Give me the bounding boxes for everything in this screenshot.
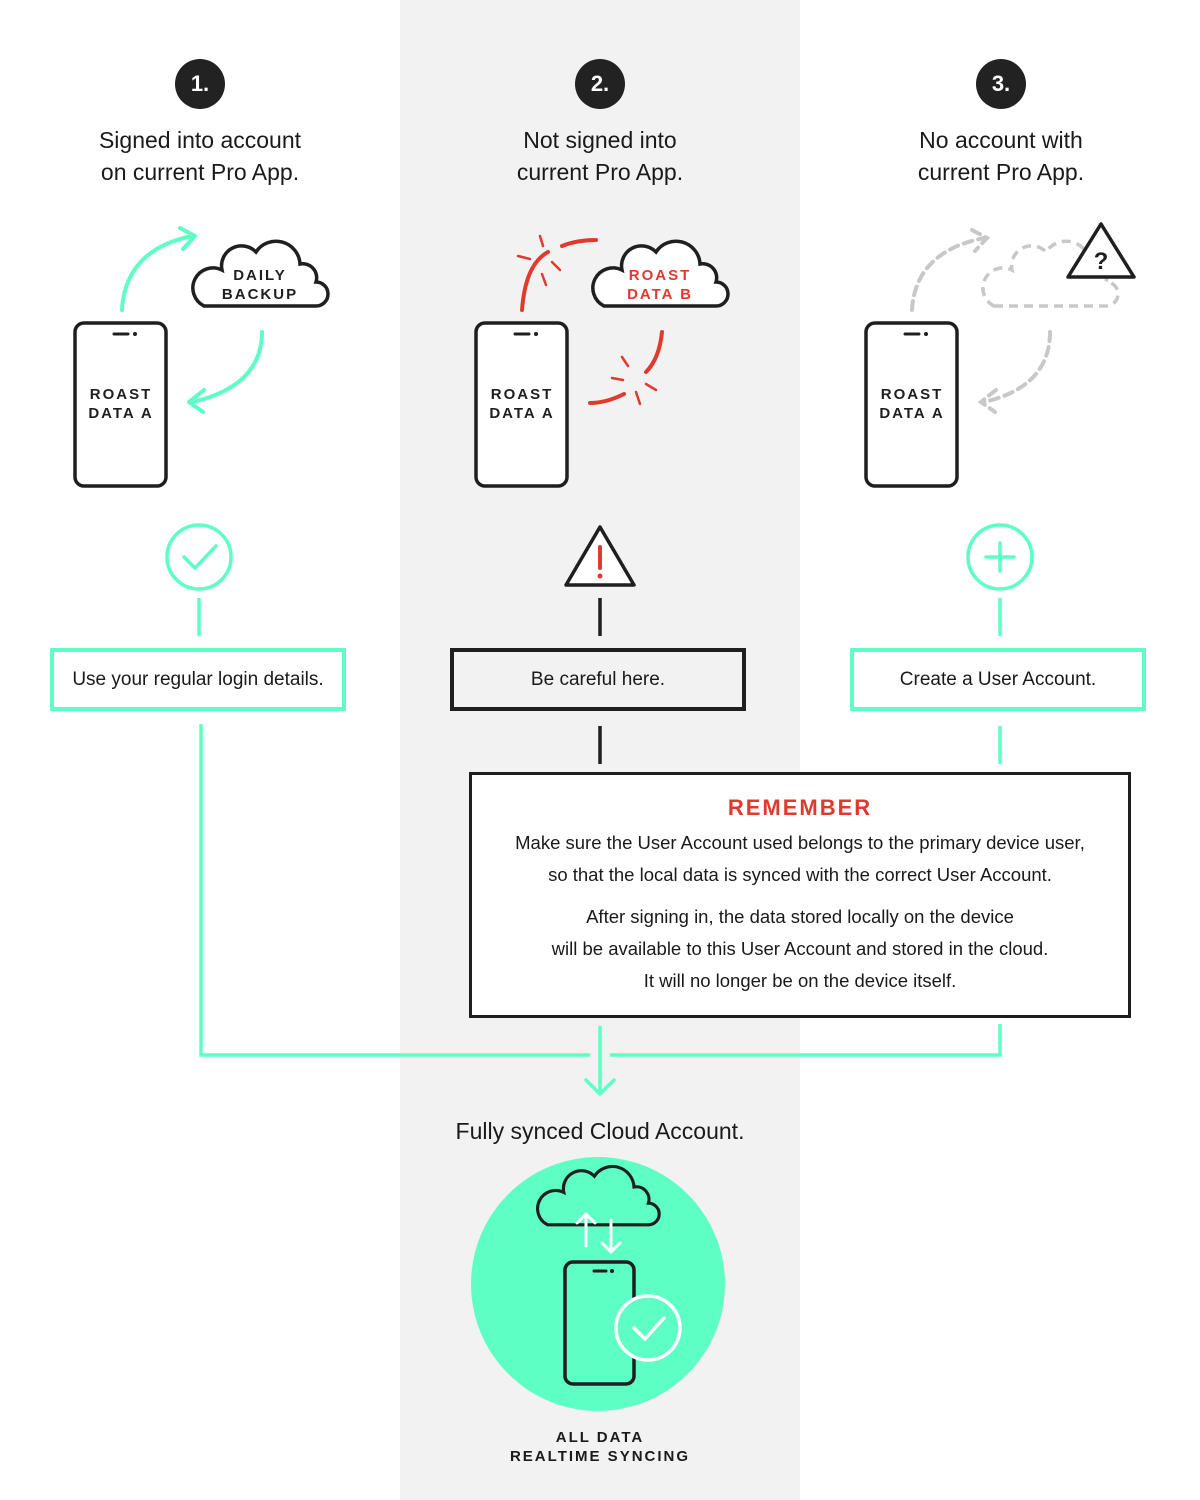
step-1-title-line2: on current Pro App. (100, 159, 300, 185)
final-caption: ALL DATA REALTIME SYNCING (400, 1428, 800, 1466)
warning-triangle-icon (564, 525, 636, 587)
remember-paragraph-2: After signing in, the data stored locall… (472, 901, 1128, 997)
action-box-create-account: Create a User Account. (850, 648, 1146, 711)
final-caption-line1: ALL DATA (555, 1429, 645, 1446)
remember-panel: REMEMBER Make sure the User Account used… (469, 772, 1131, 1018)
remember-p2-line3: It will no longer be on the device itsel… (643, 970, 957, 991)
step-3-title: No account with current Pro App. (841, 124, 1161, 188)
cloud-1: DAILY BACKUP (191, 239, 330, 308)
dashed-sync-arrows-icon (910, 228, 1052, 414)
step-2-number: 2. (575, 59, 625, 109)
phone-1: ROAST DATA A (73, 321, 168, 488)
cloud-2-label-line1: ROAST (629, 267, 692, 284)
step-2-title: Not signed into current Pro App. (440, 124, 760, 188)
final-caption-line2: REALTIME SYNCING (509, 1448, 691, 1465)
step-3-title-line2: current Pro App. (917, 159, 1085, 185)
step-1-title-line1: Signed into account (98, 127, 302, 153)
remember-paragraph-1: Make sure the User Account used belongs … (472, 827, 1128, 891)
step-3-title-line1: No account with (919, 127, 1083, 153)
phone-3-label-line1: ROAST (881, 386, 944, 403)
step-1-number: 1. (175, 59, 225, 109)
cloud-1-label-line2: BACKUP (222, 286, 298, 303)
action-box-careful: Be careful here. (450, 648, 746, 711)
connector-lines (197, 598, 1002, 1096)
sync-up-down-arrows-icon (575, 1212, 622, 1254)
cloud-2: ROAST DATA B (591, 239, 730, 308)
svg-text:?: ? (1094, 248, 1109, 275)
phone-2-label-line2: DATA A (489, 405, 554, 422)
step-2-title-line2: current Pro App. (516, 159, 684, 185)
phone-1-label-line2: DATA A (88, 405, 153, 422)
remember-p1-line1: Make sure the User Account used belongs … (515, 832, 1085, 853)
remember-p1-line2: so that the local data is synced with th… (548, 864, 1052, 885)
phone-3: ROAST DATA A (864, 321, 959, 488)
remember-p2-line2: will be available to this User Account a… (551, 938, 1049, 959)
final-check-icon (614, 1294, 682, 1362)
remember-heading: REMEMBER (727, 795, 873, 820)
step-1-title: Signed into account on current Pro App. (40, 124, 360, 188)
cloud-2-label-line2: DATA B (627, 286, 693, 303)
final-title: Fully synced Cloud Account. (455, 1118, 745, 1144)
check-circle-icon (165, 523, 233, 591)
sync-arrows-icon (120, 226, 264, 414)
plus-circle-icon (966, 523, 1034, 591)
synced-badge (471, 1157, 725, 1411)
phone-1-label-line1: ROAST (90, 386, 153, 403)
phone-2: ROAST DATA A (474, 321, 569, 488)
remember-p2-line1: After signing in, the data stored locall… (586, 906, 1014, 927)
phone-2-label-line1: ROAST (491, 386, 554, 403)
step-3-number: 3. (976, 59, 1026, 109)
action-box-login: Use your regular login details. (50, 648, 346, 711)
question-triangle-icon: ? (1066, 222, 1136, 279)
cloud-1-label-line1: DAILY (233, 267, 287, 284)
broken-sync-icon (516, 234, 664, 406)
phone-3-label-line2: DATA A (879, 405, 944, 422)
step-2-title-line1: Not signed into (523, 127, 677, 153)
